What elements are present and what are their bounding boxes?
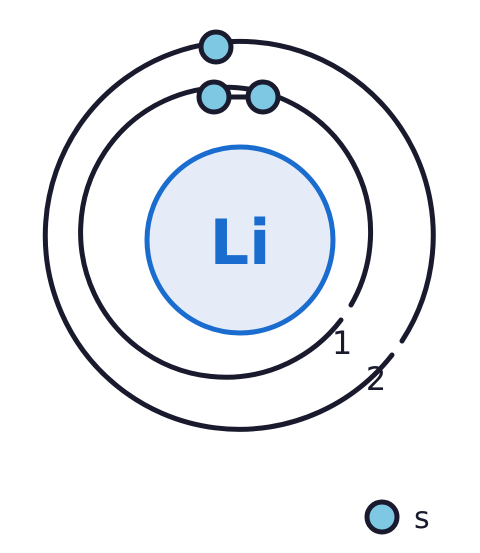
shell-2-orbit: [42, 38, 436, 432]
nucleus: [144, 144, 336, 336]
shell-1-orbit: [78, 84, 374, 380]
electron-shell-1-a: [196, 79, 232, 115]
legend: s: [364, 499, 430, 536]
legend-s-label: s: [414, 501, 430, 536]
shell-1-label: 1: [332, 324, 352, 362]
shell-2-label: 2: [366, 360, 386, 398]
element-symbol: Li: [210, 206, 271, 279]
legend-s-swatch: [364, 499, 400, 535]
electron-shell-2-a: [198, 29, 234, 65]
electron-shell-1-b: [245, 79, 281, 115]
